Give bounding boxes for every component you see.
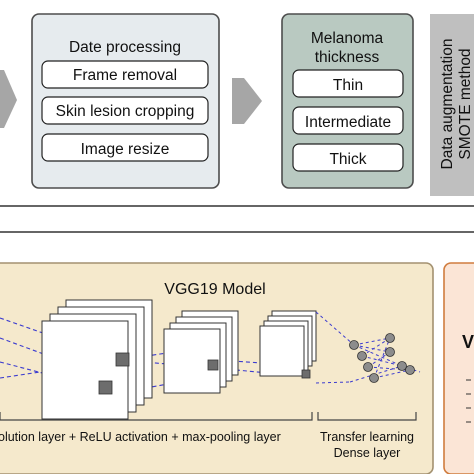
conv-stack-medium xyxy=(163,310,239,394)
conv-layer-label: olution layer + ReLU activation + max-po… xyxy=(0,430,281,444)
preprocessing-step-label: Frame removal xyxy=(73,67,177,84)
thickness-class-intermediate: Intermediate xyxy=(292,106,404,135)
thickness-class-thin: Thin xyxy=(292,69,404,98)
augmentation-line2: SMOTE method xyxy=(457,48,474,159)
thickness-block: Melanoma thickness Thin Intermediate Thi… xyxy=(281,13,414,189)
thickness-class-label: Thick xyxy=(329,151,366,168)
preprocessing-title: Date processing xyxy=(69,39,181,56)
dense-node xyxy=(349,340,359,350)
right-panel-letter: V xyxy=(462,332,474,352)
thickness-class-thick: Thick xyxy=(292,143,404,172)
dense-node xyxy=(385,347,395,357)
thickness-title-line2: thickness xyxy=(315,49,380,66)
preprocessing-block: Date processing Frame removal Skin lesio… xyxy=(31,13,220,189)
preprocessing-step: Image resize xyxy=(41,133,209,162)
conv-stack-large xyxy=(41,299,153,420)
thickness-class-label: Intermediate xyxy=(305,114,391,131)
dense-node xyxy=(363,362,373,372)
flow-arrow-left xyxy=(0,70,17,128)
preprocessing-step: Frame removal xyxy=(41,60,209,89)
dense-node xyxy=(357,351,367,361)
dense-node xyxy=(397,361,407,371)
connector-bracket xyxy=(0,205,474,233)
conv-stack-small xyxy=(259,310,317,379)
preprocessing-step-label: Skin lesion cropping xyxy=(56,103,195,120)
augmentation-line1: Data augmentation xyxy=(439,39,456,170)
transfer-label-line2: Dense layer xyxy=(334,446,401,460)
dense-node xyxy=(405,365,415,375)
transfer-label-line1: Transfer learning xyxy=(320,430,414,444)
model-title: VGG19 Model xyxy=(164,281,265,298)
conv-section-bracket xyxy=(0,412,313,421)
preprocessing-step-label: Image resize xyxy=(81,141,170,158)
flow-arrow-middle xyxy=(232,78,262,124)
right-panel: V xyxy=(443,262,474,474)
dense-node xyxy=(369,373,379,383)
dense-node xyxy=(385,333,395,343)
right-panel-bullets xyxy=(466,379,471,423)
thickness-title-line1: Melanoma xyxy=(311,30,384,47)
model-panel: VGG19 Model xyxy=(0,262,434,474)
dense-network xyxy=(315,311,421,384)
preprocessing-step: Skin lesion cropping xyxy=(41,96,209,125)
thickness-class-label: Thin xyxy=(333,77,363,94)
augmentation-block: Data augmentation SMOTE method xyxy=(430,14,474,196)
transfer-section-bracket xyxy=(317,412,417,421)
